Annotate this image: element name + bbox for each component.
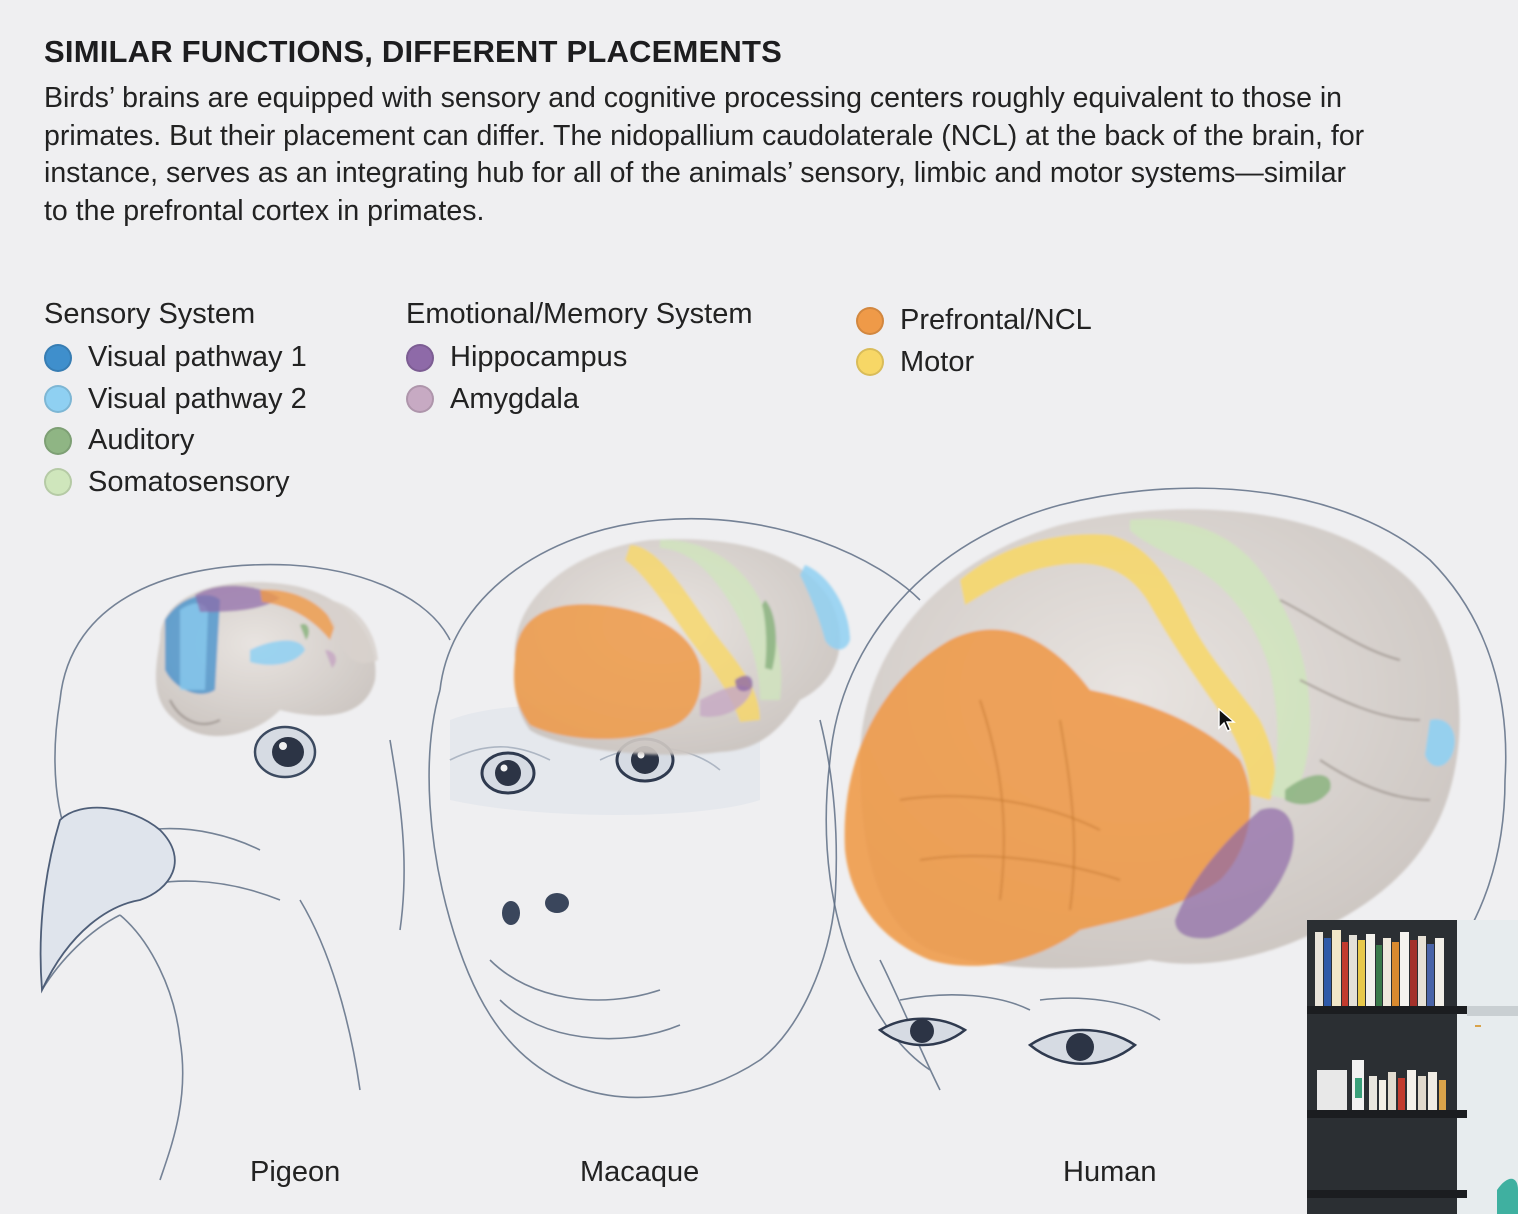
intro-line: Birds’ brains are equipped with sensory …	[44, 82, 1343, 114]
pigeon-brain	[155, 582, 378, 737]
legend-label: Amygdala	[450, 382, 579, 415]
pigeon-beak	[39, 806, 176, 994]
prefrontal-ncl-swatch	[856, 306, 884, 335]
legend-item-prefrontal-ncl: Prefrontal/NCL	[856, 300, 1092, 342]
label-human: Human	[1063, 1156, 1157, 1188]
pigeon-eye	[253, 725, 317, 779]
webcam-bookshelf-image	[1307, 920, 1518, 1214]
human-head	[825, 487, 1507, 1091]
hippocampus-swatch	[406, 343, 434, 372]
webcam-overlay	[1307, 920, 1518, 1214]
legend-item-somatosensory: Somatosensory	[44, 462, 307, 504]
visual-pathway-1-swatch	[44, 343, 72, 372]
motor-swatch	[856, 348, 884, 377]
macaque-brain	[513, 539, 850, 755]
legend-emotional-memory-system: Emotional/Memory System Hippocampus Amyg…	[406, 298, 753, 420]
intro-paragraph: Birds’ brains are equipped with sensory …	[44, 80, 1494, 230]
visual-pathway-2-swatch	[44, 385, 72, 414]
legend-item-amygdala: Amygdala	[406, 379, 753, 421]
amygdala-swatch	[406, 385, 434, 414]
legend-heading-emotional: Emotional/Memory System	[406, 298, 753, 330]
legend-item-hippocampus: Hippocampus	[406, 337, 753, 379]
label-pigeon: Pigeon	[250, 1156, 341, 1188]
legend-label: Motor	[900, 345, 975, 378]
legend-item-auditory: Auditory	[44, 420, 307, 462]
human-eyes	[877, 1017, 1138, 1065]
page-title: SIMILAR FUNCTIONS, DIFFERENT PLACEMENTS	[44, 34, 783, 69]
legend-label: Prefrontal/NCL	[900, 304, 1092, 337]
label-macaque: Macaque	[580, 1156, 700, 1188]
legend-other-systems: Prefrontal/NCL Motor	[856, 300, 1092, 383]
legend-item-visual-pathway-1: Visual pathway 1	[44, 337, 307, 379]
legend-item-visual-pathway-2: Visual pathway 2	[44, 379, 307, 421]
legend-item-motor: Motor	[856, 342, 1092, 384]
legend-label: Hippocampus	[450, 341, 628, 374]
legend-label: Visual pathway 2	[88, 382, 307, 415]
legend-label: Auditory	[88, 424, 195, 457]
mouse-cursor-icon	[1218, 708, 1236, 732]
auditory-swatch	[44, 426, 72, 455]
legend-heading-sensory: Sensory System	[44, 298, 256, 330]
legend-label: Visual pathway 1	[88, 341, 307, 374]
legend-sensory-system: Sensory System Visual pathway 1 Visual p…	[44, 298, 307, 503]
intro-line: instance, serves as an integrating hub f…	[44, 157, 1347, 189]
macaque-nose	[502, 893, 569, 925]
intro-line: to the prefrontal cortex in primates.	[44, 194, 485, 227]
human-brain	[844, 509, 1460, 969]
legend-label: Somatosensory	[88, 465, 290, 498]
intro-line: primates. But their placement can differ…	[44, 119, 1365, 152]
somatosensory-swatch	[44, 468, 72, 497]
